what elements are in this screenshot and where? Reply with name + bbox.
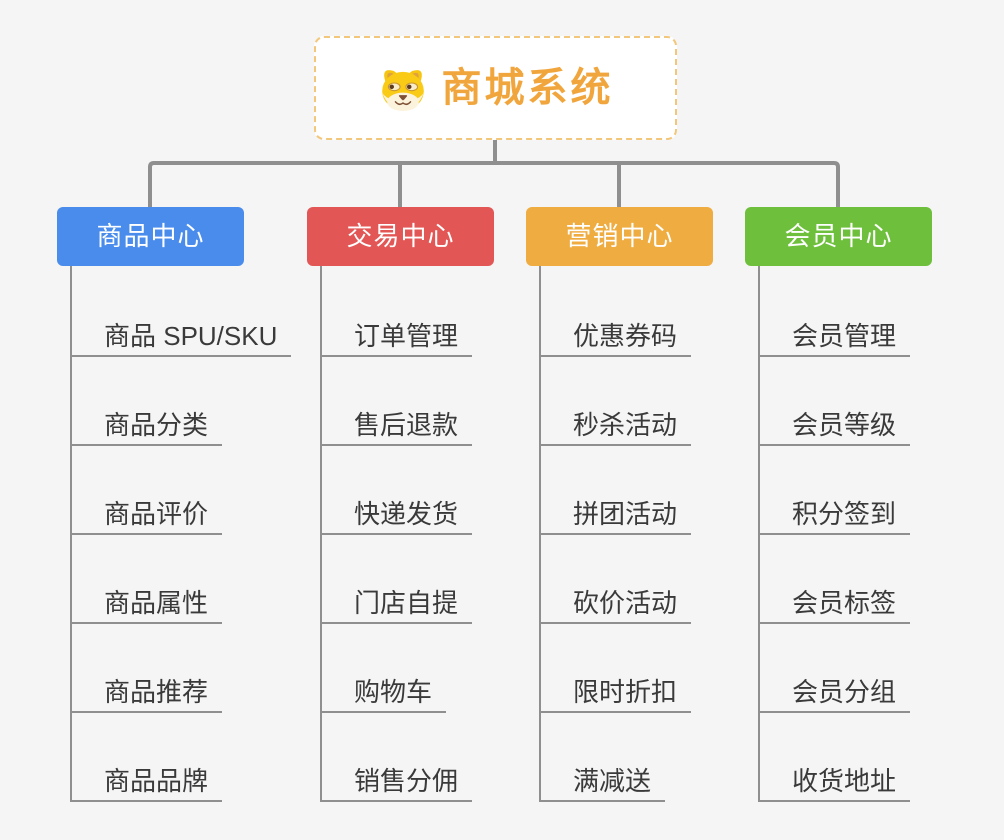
- root-node[interactable]: 商城系统: [314, 36, 677, 140]
- node-item[interactable]: 订单管理: [322, 321, 473, 357]
- branch-box-goods[interactable]: 商品中心: [57, 207, 244, 266]
- branch-box-member[interactable]: 会员中心: [745, 207, 932, 266]
- doge-icon: [381, 69, 424, 111]
- node-item[interactable]: 快递发货: [322, 499, 473, 535]
- node-item[interactable]: 门店自提: [322, 588, 473, 624]
- branch-trunk-marketing: 优惠券码 秒杀活动 拼团活动 砍价活动 限时折扣 满减送: [539, 266, 776, 802]
- branch-column-goods: 商品中心 商品 SPU/SKU 商品分类 商品评价 商品属性 商品推荐 商品品牌: [57, 207, 307, 802]
- node-item[interactable]: 限时折扣: [541, 677, 692, 713]
- node-item[interactable]: 会员等级: [760, 410, 911, 446]
- node-item[interactable]: 购物车: [322, 677, 447, 713]
- node-item[interactable]: 会员分组: [760, 677, 911, 713]
- node-item[interactable]: 商品评价: [72, 499, 223, 535]
- node-item[interactable]: 销售分佣: [322, 766, 473, 802]
- node-item[interactable]: 会员管理: [760, 321, 911, 357]
- node-item[interactable]: 收货地址: [760, 766, 911, 802]
- node-item[interactable]: 商品属性: [72, 588, 223, 624]
- branch-box-marketing[interactable]: 营销中心: [526, 207, 713, 266]
- node-item[interactable]: 拼团活动: [541, 499, 692, 535]
- node-item[interactable]: 商品 SPU/SKU: [72, 321, 292, 357]
- node-item[interactable]: 商品推荐: [72, 677, 223, 713]
- node-item[interactable]: 商品品牌: [72, 766, 223, 802]
- branch-column-marketing: 营销中心 优惠券码 秒杀活动 拼团活动 砍价活动 限时折扣 满减送: [526, 207, 776, 802]
- node-item[interactable]: 砍价活动: [541, 588, 692, 624]
- node-item[interactable]: 积分签到: [760, 499, 911, 535]
- node-item[interactable]: 优惠券码: [541, 321, 692, 357]
- branch-box-trade[interactable]: 交易中心: [307, 207, 494, 266]
- node-item[interactable]: 会员标签: [760, 588, 911, 624]
- node-item[interactable]: 售后退款: [322, 410, 473, 446]
- branch-trunk-trade: 订单管理 售后退款 快递发货 门店自提 购物车 销售分佣: [320, 266, 557, 802]
- root-title: 商城系统: [441, 66, 614, 110]
- branch-column-trade: 交易中心 订单管理 售后退款 快递发货 门店自提 购物车 销售分佣: [307, 207, 557, 802]
- node-item[interactable]: 商品分类: [72, 410, 223, 446]
- branch-trunk-goods: 商品 SPU/SKU 商品分类 商品评价 商品属性 商品推荐 商品品牌: [70, 266, 307, 802]
- node-item[interactable]: 满减送: [541, 766, 666, 802]
- branch-trunk-member: 会员管理 会员等级 积分签到 会员标签 会员分组 收货地址: [758, 266, 995, 802]
- node-item[interactable]: 秒杀活动: [541, 410, 692, 446]
- branch-column-member: 会员中心 会员管理 会员等级 积分签到 会员标签 会员分组 收货地址: [745, 207, 995, 802]
